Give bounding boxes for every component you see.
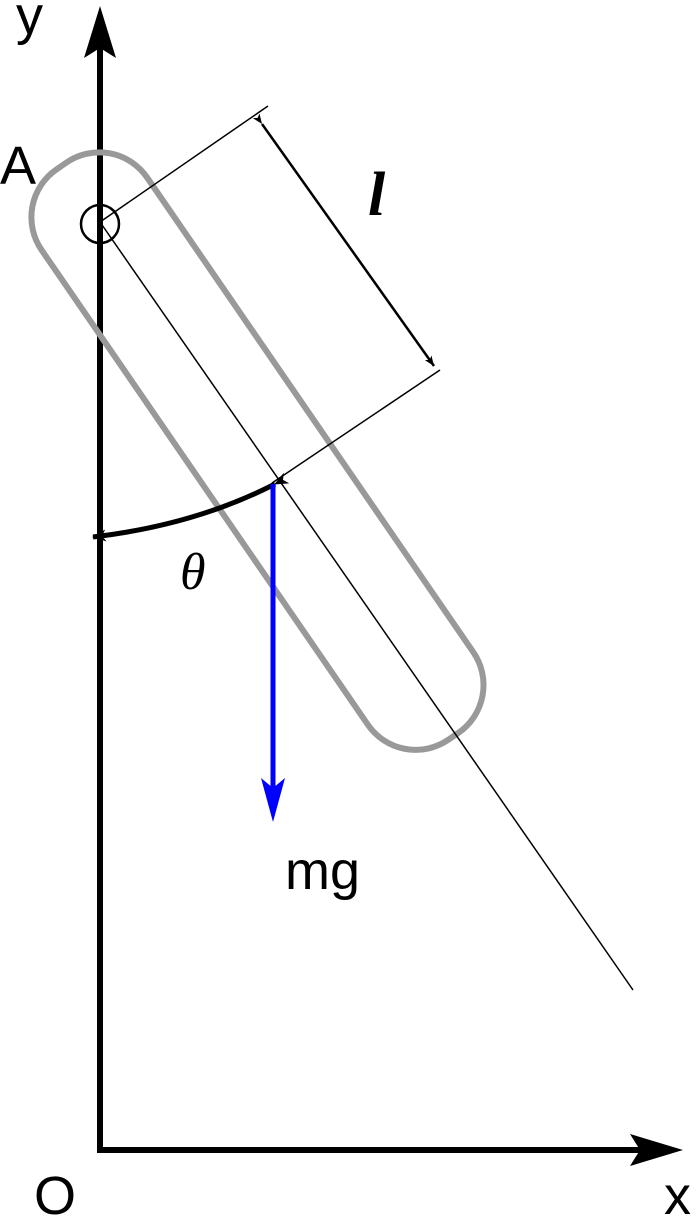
length-dimension-arrow (252, 113, 436, 367)
x-axis-arrowhead (630, 1134, 683, 1166)
gravity-force-arrow (261, 484, 285, 822)
length-dimension (99, 105, 441, 484)
pivot-point (79, 203, 121, 245)
y-axis-arrowhead (84, 6, 116, 58)
x-axis (97, 1134, 683, 1166)
y-axis-label: y (16, 0, 43, 46)
rod-body (28, 149, 487, 753)
force-label: mg (285, 841, 360, 901)
rod-axis-line (99, 221, 634, 991)
origin-label: O (34, 1166, 76, 1218)
angle-arc (92, 472, 290, 542)
angle-label: θ (180, 544, 206, 601)
length-label: l (368, 161, 386, 229)
y-axis (84, 6, 116, 1152)
pivot-label: A (0, 136, 36, 196)
x-axis-label: x (664, 1166, 691, 1218)
